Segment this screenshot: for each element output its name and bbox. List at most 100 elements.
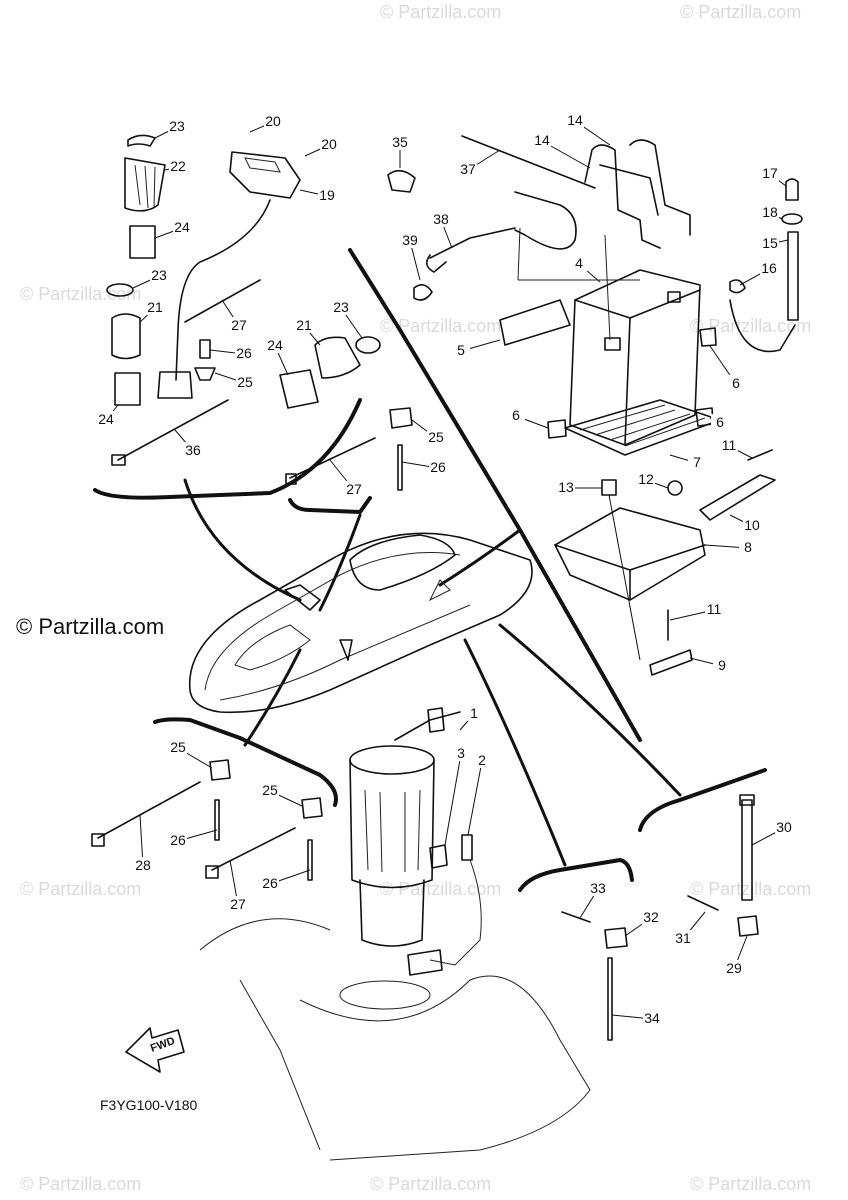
callout-25: 25 xyxy=(170,739,186,755)
callout-24: 24 xyxy=(98,411,114,427)
callout-10: 10 xyxy=(744,517,760,533)
faint-watermark: © Partzilla.com xyxy=(380,2,501,22)
callout-bg xyxy=(452,342,470,358)
callout-3: 3 xyxy=(457,745,465,761)
callout-bg xyxy=(720,437,738,453)
leader-line-2 xyxy=(467,760,483,836)
callout-23: 23 xyxy=(169,118,185,134)
callout-31: 31 xyxy=(675,930,691,946)
callout-24: 24 xyxy=(174,219,190,235)
callout-bg xyxy=(345,481,363,497)
callout-bg xyxy=(713,657,731,673)
callout-26: 26 xyxy=(236,345,252,361)
callout-26: 26 xyxy=(170,832,186,848)
callout-19: 19 xyxy=(319,187,335,203)
callout-bg xyxy=(169,158,187,174)
faint-watermark: © Partzilla.com xyxy=(680,2,801,22)
callout-25: 25 xyxy=(262,782,278,798)
callout-bg xyxy=(266,337,284,353)
callout-11: 11 xyxy=(707,601,722,617)
callout-27: 27 xyxy=(230,896,246,912)
callout-26: 26 xyxy=(262,875,278,891)
faint-watermark: © Partzilla.com xyxy=(690,879,811,899)
callout-bg xyxy=(332,299,350,315)
callout-bg xyxy=(432,211,450,227)
callout-35: 35 xyxy=(392,134,408,150)
callout-27: 27 xyxy=(231,317,247,333)
callout-18: 18 xyxy=(762,204,778,220)
callout-bg xyxy=(589,880,607,896)
faint-watermark: © Partzilla.com xyxy=(690,316,811,336)
callout-bg xyxy=(637,471,655,487)
callout-bg xyxy=(465,705,483,721)
callout-39: 39 xyxy=(402,232,418,248)
callout-16: 16 xyxy=(761,260,777,276)
callout-24: 24 xyxy=(267,337,283,353)
faint-watermark: © Partzilla.com xyxy=(690,1174,811,1194)
callout-bg xyxy=(391,134,409,150)
callout-25: 25 xyxy=(428,429,444,445)
callout-bg xyxy=(739,539,757,555)
callout-34: 34 xyxy=(644,1010,660,1026)
bottom-clip-parts xyxy=(561,794,759,1041)
callout-bg xyxy=(146,299,164,315)
callout-23: 23 xyxy=(151,267,167,283)
callout-bg xyxy=(184,442,202,458)
watermark-layer: © Partzilla.com © Partzilla.com © Partzill… xyxy=(20,2,811,1194)
callout-1: 1 xyxy=(470,705,478,721)
callout-6: 6 xyxy=(732,375,740,391)
callout-bg xyxy=(134,857,152,873)
callout-20: 20 xyxy=(321,136,337,152)
callout-bg xyxy=(674,930,692,946)
callout-33: 33 xyxy=(590,880,606,896)
callout-bg xyxy=(761,235,779,251)
callout-bg xyxy=(150,267,168,283)
callout-13: 13 xyxy=(558,479,574,495)
clip-tie-group xyxy=(285,407,413,491)
callout-bg xyxy=(642,909,660,925)
callout-bg xyxy=(570,255,588,271)
callout-bg xyxy=(295,317,313,333)
callout-6: 6 xyxy=(716,414,724,430)
fuse-holder-parts xyxy=(106,134,381,466)
callout-15: 15 xyxy=(762,235,778,251)
diagram-code: F3YG100-V180 xyxy=(100,1097,197,1113)
callout-bg xyxy=(427,429,445,445)
callout-bg xyxy=(429,459,447,475)
faint-watermark: © Partzilla.com xyxy=(380,316,501,336)
callout-8: 8 xyxy=(744,539,752,555)
faint-watermark: © Partzilla.com xyxy=(380,879,501,899)
callout-bg xyxy=(229,896,247,912)
faint-watermark: © Partzilla.com xyxy=(370,1174,491,1194)
lower-left-parts xyxy=(91,759,323,881)
fuel-pump-group xyxy=(199,707,591,1161)
callout-4: 4 xyxy=(575,255,583,271)
callout-14: 14 xyxy=(567,112,583,128)
callout-37: 37 xyxy=(460,161,476,177)
callout-bg xyxy=(169,739,187,755)
callout-bg xyxy=(533,132,551,148)
callout-14: 14 xyxy=(534,132,550,148)
callout-7: 7 xyxy=(693,454,701,470)
callout-20: 20 xyxy=(265,113,281,129)
callout-bg xyxy=(473,752,491,768)
callout-bg xyxy=(173,219,191,235)
callout-bg xyxy=(235,345,253,361)
callout-bg xyxy=(743,517,761,533)
callout-17: 17 xyxy=(762,165,778,181)
callout-bg xyxy=(459,161,477,177)
partzilla-watermark: © Partzilla.com xyxy=(16,614,164,639)
callout-bg xyxy=(236,374,254,390)
callout-21: 21 xyxy=(296,317,312,333)
callout-bg xyxy=(507,407,525,423)
callout-bg xyxy=(688,454,706,470)
callout-38: 38 xyxy=(433,211,449,227)
callout-bg xyxy=(761,165,779,181)
callout-bg xyxy=(760,260,778,276)
callout-bg xyxy=(557,479,575,495)
callout-32: 32 xyxy=(643,909,659,925)
faint-watermark: © Partzilla.com xyxy=(20,879,141,899)
